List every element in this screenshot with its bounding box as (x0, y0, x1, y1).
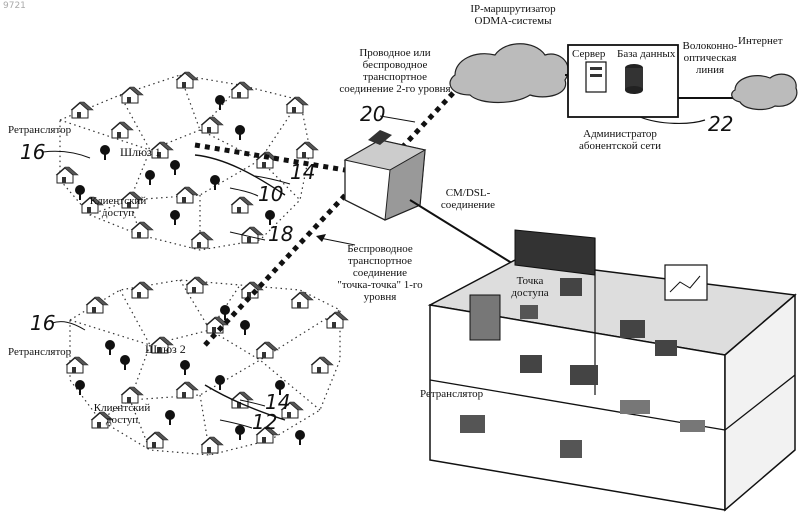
access-point-label: Точка доступа (500, 275, 560, 299)
corner-mark: 9721 (3, 0, 26, 12)
wireless-link-line2: транспортное (320, 255, 440, 267)
repeater-3-label: Ретранслятор (420, 388, 483, 400)
client-2-line2: доступ (82, 414, 162, 426)
ip-router-label-line2: ODMA-системы (453, 15, 573, 27)
gateway-1-label: Шлюз 1 (120, 146, 161, 158)
client-1-label: Клиентский доступ (78, 195, 158, 219)
ref-number-18: 18 (268, 222, 293, 246)
wireless-link-line4: "точка-точка" 1-го (320, 279, 440, 291)
ref-number-10: 10 (258, 182, 283, 206)
client-2-label: Клиентский доступ (82, 402, 162, 426)
ref-number-20: 20 (360, 102, 385, 126)
wireless-link-label: Беспроводное транспортное соединение "то… (320, 243, 440, 303)
wired-link-line1: Проводное или (330, 47, 460, 59)
admin-line1: Администратор (560, 128, 680, 140)
wireless-link-line3: соединение (320, 267, 440, 279)
client-2-line1: Клиентский (82, 402, 162, 414)
ref-number-12: 12 (252, 410, 277, 434)
wired-link-label: Проводное или беспроводное транспортное … (330, 47, 460, 95)
fiber-label: Волоконно- оптическая линия (680, 40, 740, 76)
ip-router-cloud (450, 44, 568, 103)
internet-cloud (732, 74, 797, 109)
fiber-line3: линия (680, 64, 740, 76)
client-1-line1: Клиентский (78, 195, 158, 207)
gateway-2-label: Шлюз 2 (145, 343, 186, 355)
internet-label: Интернет (738, 35, 783, 47)
ref-number-14-top: 14 (290, 160, 315, 184)
access-point-line2: доступа (500, 287, 560, 299)
cluster-2-houses (66, 277, 348, 453)
ref-number-22: 22 (708, 112, 733, 136)
client-1-line2: доступ (78, 207, 158, 219)
fiber-line1: Волоконно- (680, 40, 740, 52)
ip-router-label: IP-маршрутизатор ODMA-системы (453, 3, 573, 27)
ip-router-label-line1: IP-маршрутизатор (453, 3, 573, 15)
office-building (430, 230, 795, 510)
admin-line2: абонентской сети (560, 140, 680, 152)
wired-link-line4: соединение 2-го уровня (330, 83, 460, 95)
access-point-line1: Точка (500, 275, 560, 287)
ref-number-16-top: 16 (20, 140, 45, 164)
server-label: Сервер (572, 48, 605, 60)
admin-leader-22 (640, 117, 705, 123)
admin-label: Администратор абонентской сети (560, 128, 680, 152)
wired-link-line3: транспортное (330, 71, 460, 83)
cm-dsl-line1: CM/DSL- (428, 187, 508, 199)
ref-number-16-bottom: 16 (30, 311, 55, 335)
cm-dsl-label: CM/DSL- соединение (428, 187, 508, 211)
base-station (345, 130, 425, 220)
fiber-line2: оптическая (680, 52, 740, 64)
cm-dsl-line2: соединение (428, 199, 508, 211)
wireless-link-line5: уровня (320, 291, 440, 303)
wireless-link-line1: Беспроводное (320, 243, 440, 255)
repeater-2-label: Ретранслятор (8, 346, 71, 358)
wired-link-line2: беспроводное (330, 59, 460, 71)
database-label: База данных (617, 48, 675, 60)
arrowhead (316, 234, 326, 242)
repeater-1-label: Ретранслятор (8, 124, 71, 136)
